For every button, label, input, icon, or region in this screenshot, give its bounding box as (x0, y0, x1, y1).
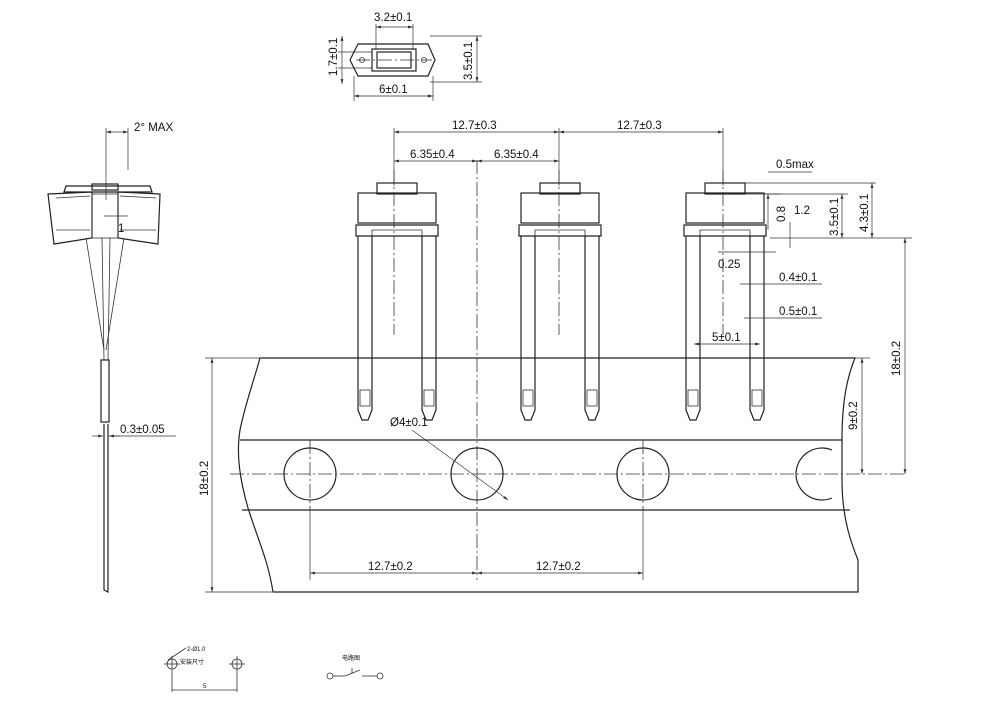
dim-0-5: 0.5±0.1 (779, 306, 817, 318)
pcb-spacing-dim: 5 (203, 684, 207, 690)
hole-diameter-dim: Ø4±0.1 (390, 417, 428, 429)
pcb-layout-label: 安装尺寸 (180, 658, 204, 666)
dim-0-5max: 0.5max (776, 159, 814, 171)
dim-3-5: 3.5±0.1 (829, 198, 841, 236)
top-right-height-dim: 3.5±0.1 (463, 42, 475, 80)
lead-height-dim: 18±0.2 (891, 341, 903, 376)
pitch-dim-1: 12.7±0.3 (452, 120, 497, 132)
dim-1-2: 1.2 (794, 205, 810, 217)
switch-1 (355, 170, 439, 421)
switch-3 (683, 170, 767, 421)
dim-0-8: 0.8 (776, 206, 788, 222)
top-view: 3.2±0.1 1.7±0.1 3.5±0.1 6±0.1 (328, 12, 482, 101)
dim-5: 5±0.1 (712, 332, 741, 344)
side-angle-dim: 2° MAX (134, 122, 173, 134)
circuit-label: 电路图 (342, 654, 360, 662)
pcb-hole-label: 2-Ø1.0 (187, 647, 206, 653)
dim-0-25: 0.25 (718, 259, 740, 271)
top-width-dim: 3.2±0.1 (374, 12, 412, 24)
half-pitch-dim-2: 6.35±0.4 (494, 149, 539, 161)
tape-height-dim: 18±0.2 (199, 461, 211, 496)
side-pin-thickness-dim: 0.3±0.05 (120, 424, 165, 436)
hole-pitch-dim-1: 12.7±0.2 (368, 561, 413, 573)
footer-details: 2-Ø1.0 安装尺寸 5 电路图 (164, 647, 384, 692)
pitch-dim-2: 12.7±0.3 (617, 120, 662, 132)
top-base-dim: 6±0.1 (379, 84, 408, 96)
switch-2 (518, 170, 602, 421)
main-view: Ø4±0.1 12.7±0.2 12.7±0.2 18±0.2 9±0.2 18… (199, 120, 912, 593)
top-left-height-dim: 1.7±0.1 (328, 38, 340, 76)
half-pitch-dim-1: 6.35±0.4 (410, 149, 455, 161)
hole-pitch-dim-2: 12.7±0.2 (536, 561, 581, 573)
dim-4-3: 4.3±0.1 (859, 194, 871, 232)
side-inner-label: 1 (118, 223, 124, 235)
side-view: 2° MAX 1 0.3±0.05 (47, 122, 176, 593)
dim-0-4: 0.4±0.1 (779, 272, 817, 284)
hole-center-dim: 9±0.2 (848, 401, 860, 430)
